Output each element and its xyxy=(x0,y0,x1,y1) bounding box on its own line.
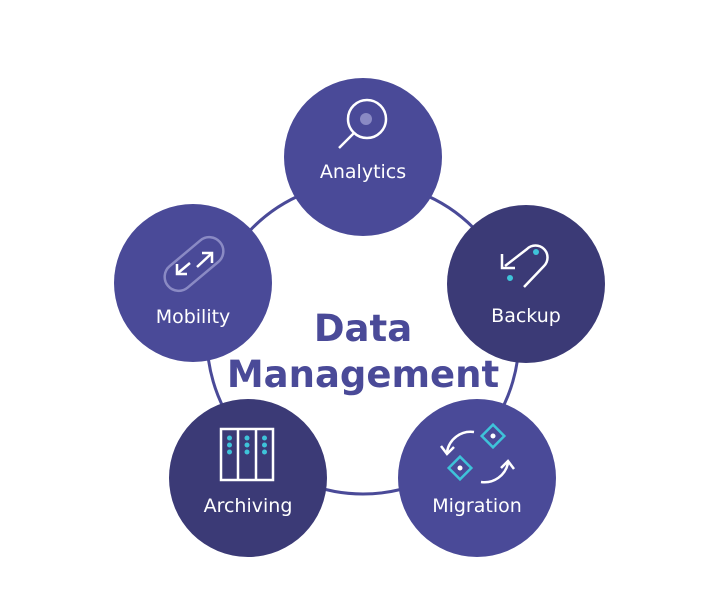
node-backup: Backup xyxy=(447,205,605,363)
magnifier-icon xyxy=(338,98,388,149)
node-label: Backup xyxy=(491,305,561,327)
node-mobility: Mobility xyxy=(114,204,272,362)
node-label: Analytics xyxy=(320,161,406,183)
node-label: Mobility xyxy=(156,306,231,328)
sync-arrows-icon xyxy=(440,422,515,484)
node-analytics: Analytics xyxy=(284,78,442,236)
node-archiving: Archiving xyxy=(169,399,327,557)
node-label: Migration xyxy=(432,495,522,517)
server-rack-icon xyxy=(219,427,275,482)
center-title-line1: Data xyxy=(314,307,412,350)
undo-arrow-icon xyxy=(500,244,549,288)
center-title-line2: Management xyxy=(227,353,499,396)
transfer-arrows-icon xyxy=(163,235,225,293)
node-migration: Migration xyxy=(398,399,556,557)
node-label: Archiving xyxy=(204,495,293,517)
